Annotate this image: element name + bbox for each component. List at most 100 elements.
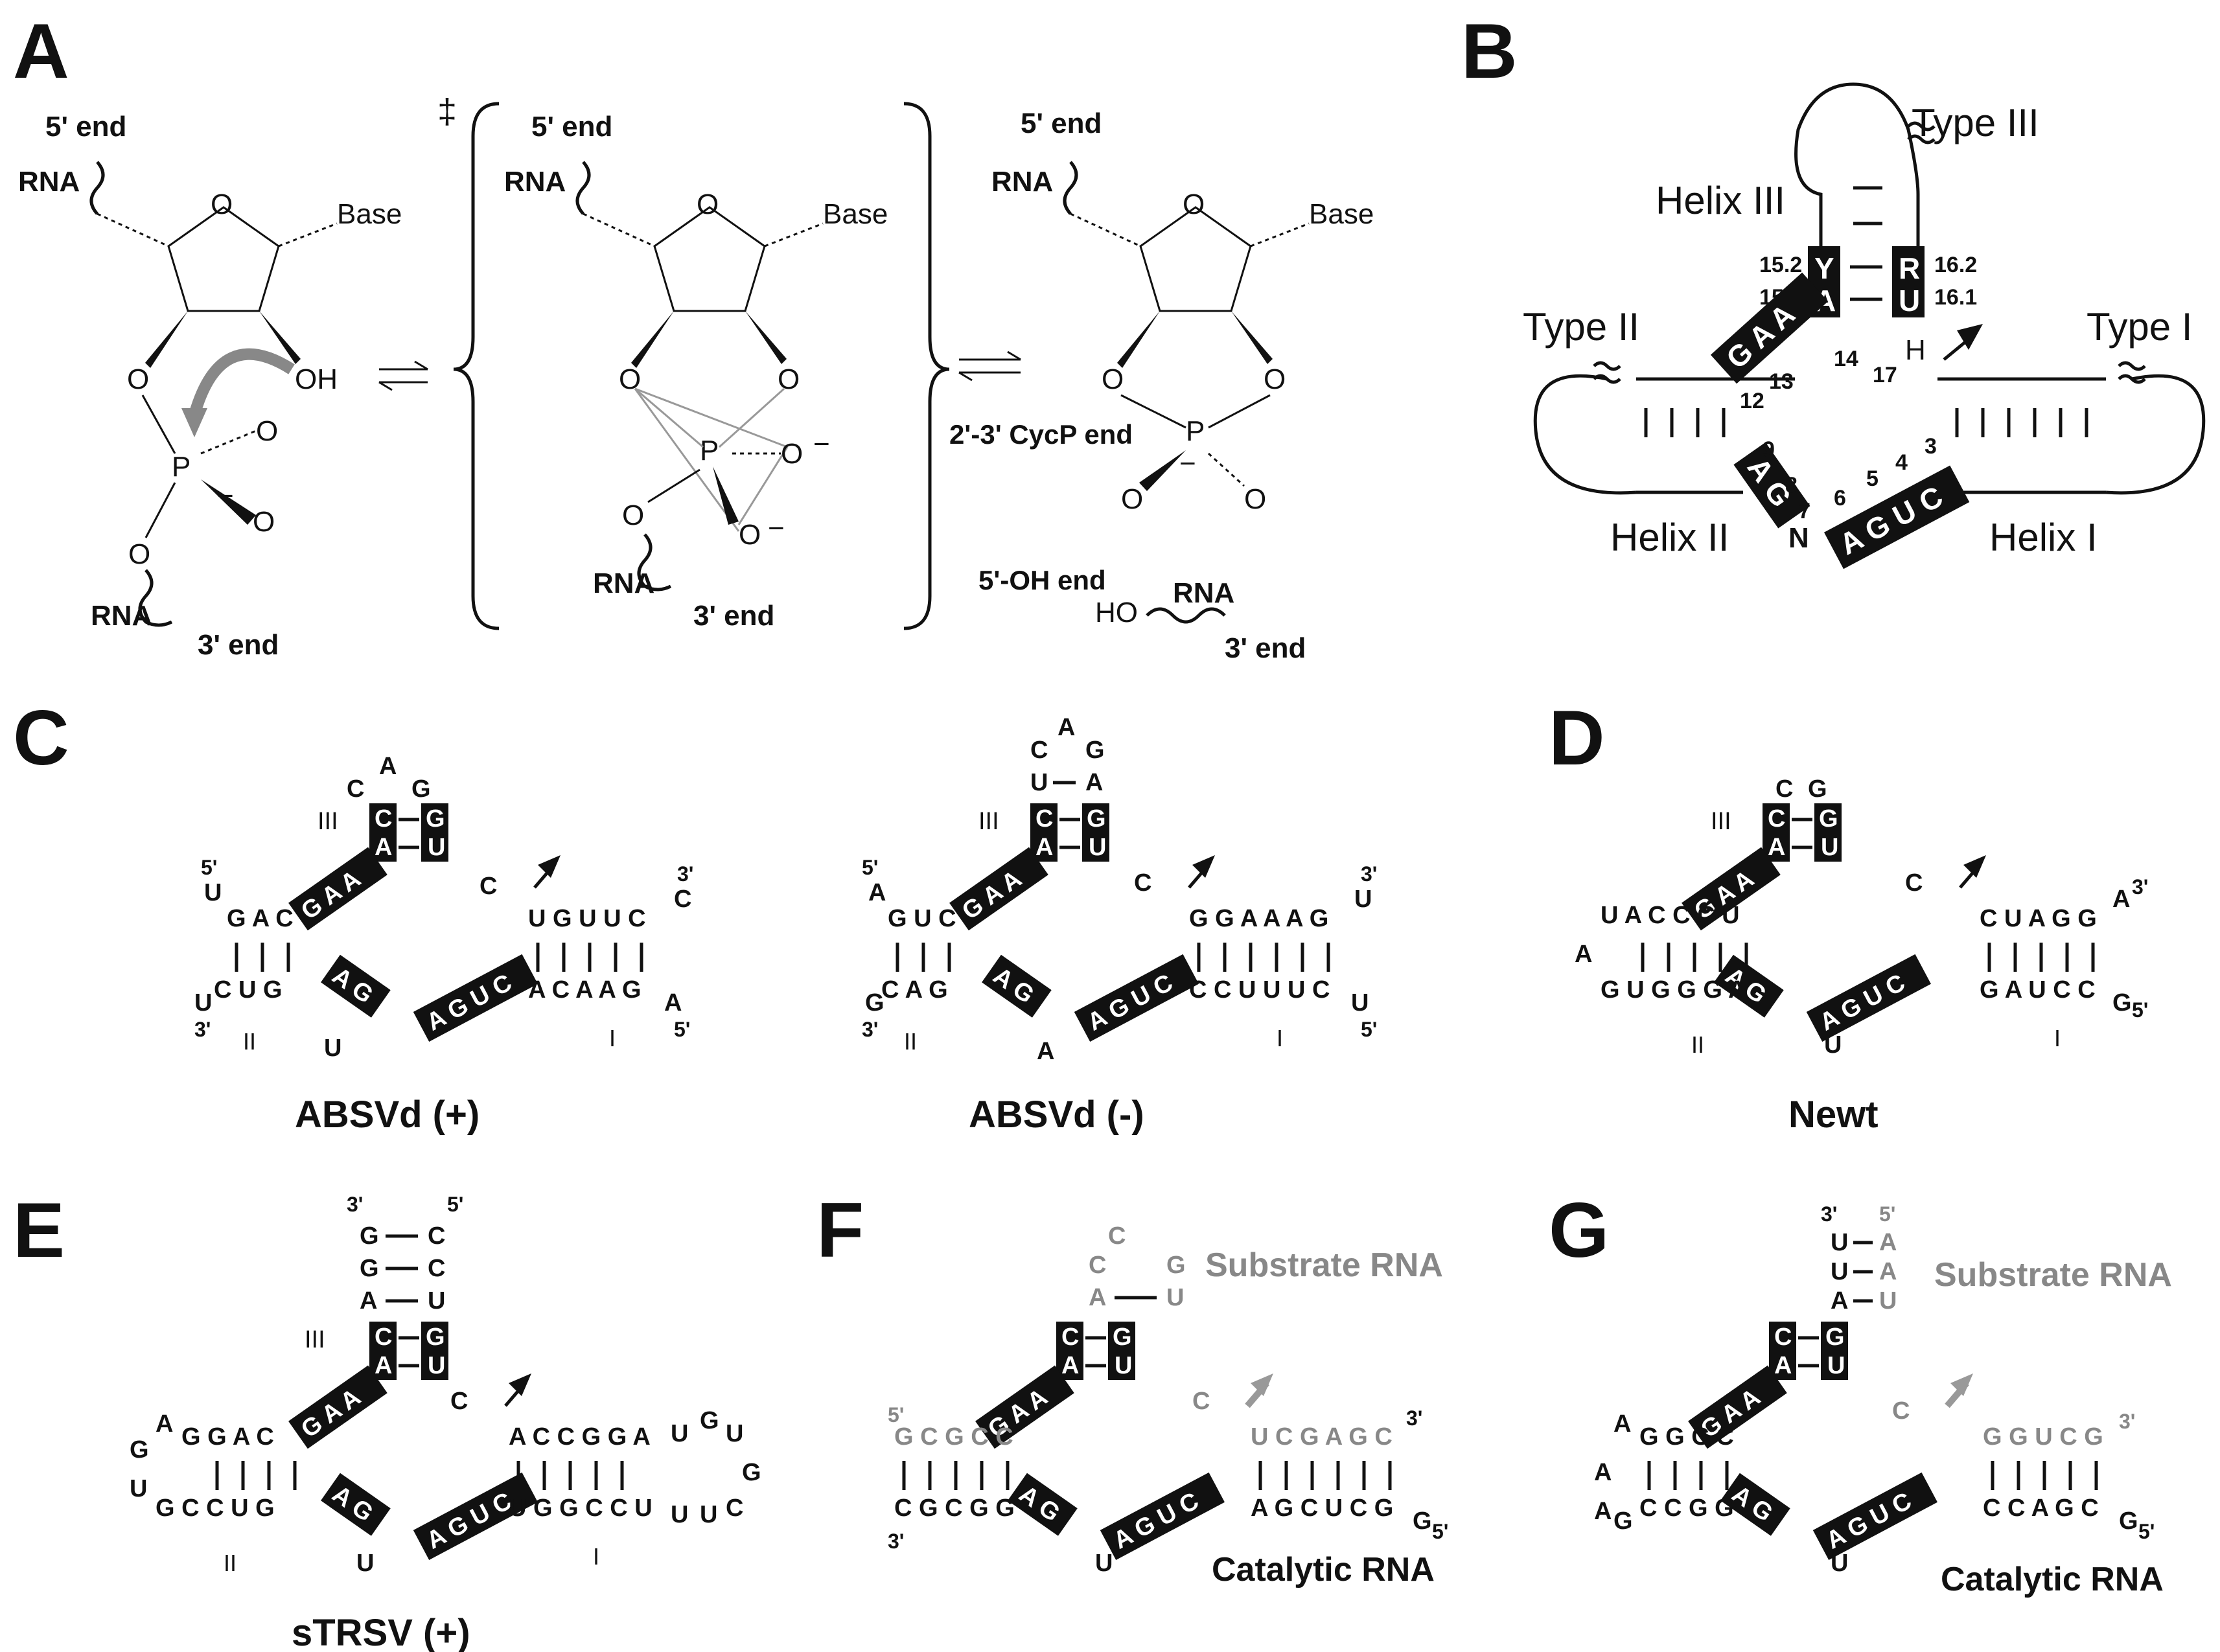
svg-text:U: U xyxy=(671,1420,688,1447)
svg-text:HO: HO xyxy=(1095,597,1138,628)
svg-text:A: A xyxy=(1037,1038,1054,1065)
panel-a-mechanism: 5' end RNA O Base O OH P − O O O RNA xyxy=(18,92,1374,664)
svg-text:Y: Y xyxy=(1814,251,1834,285)
svg-text:3': 3' xyxy=(1821,1202,1837,1226)
g-substrate-label: Substrate RNA xyxy=(1934,1256,2172,1294)
absvd-minus-label: ABSVd (-) xyxy=(969,1094,1144,1136)
svg-text:G: G xyxy=(411,775,431,803)
svg-text:3': 3' xyxy=(2119,1410,2135,1433)
svg-text:O: O xyxy=(622,499,644,531)
svg-text:II: II xyxy=(1691,1031,1704,1058)
svg-text:G: G xyxy=(1085,737,1105,764)
svg-text:17: 17 xyxy=(1873,363,1897,387)
svg-text:I: I xyxy=(593,1543,599,1570)
svg-text:O: O xyxy=(781,438,803,470)
svg-text:U G G C C U: U G G C C U xyxy=(509,1495,653,1522)
svg-text:G: G xyxy=(2112,989,2132,1016)
ru-box xyxy=(1892,246,1925,317)
svg-text:C A G: C A G xyxy=(881,976,948,1004)
svg-text:A: A xyxy=(868,879,886,906)
svg-text:I: I xyxy=(609,1025,616,1051)
svg-text:U: U xyxy=(1879,1287,1897,1314)
svg-text:A: A xyxy=(1575,941,1592,968)
svg-text:G: G xyxy=(130,1436,149,1463)
svg-text:III: III xyxy=(978,808,999,835)
svg-text:3': 3' xyxy=(862,1018,878,1041)
p-label: P xyxy=(172,451,191,483)
svg-text:5': 5' xyxy=(674,1018,690,1041)
svg-text:A: A xyxy=(1089,1284,1106,1311)
svg-text:U: U xyxy=(324,1035,341,1062)
oh-end-label: 5'-OH end xyxy=(978,565,1106,595)
svg-text:P: P xyxy=(700,435,719,466)
svg-text:RNA: RNA xyxy=(504,166,566,198)
svg-text:U: U xyxy=(1824,1031,1842,1059)
svg-text:5': 5' xyxy=(1879,1202,1895,1226)
svg-text:G G A A A G: G G A A A G xyxy=(1189,905,1328,932)
svg-text:G C G C C: G C G C C xyxy=(894,1423,1013,1451)
svg-text:A: A xyxy=(664,989,682,1016)
svg-text:C: C xyxy=(726,1495,743,1522)
loop-two xyxy=(1533,374,1637,495)
helix-two-bars xyxy=(1644,408,1726,437)
svg-text:3': 3' xyxy=(1406,1406,1422,1430)
svg-text:3': 3' xyxy=(1361,862,1377,886)
svg-text:III: III xyxy=(1711,808,1731,835)
svg-text:O: O xyxy=(1244,483,1266,515)
svg-text:13: 13 xyxy=(1769,369,1794,394)
svg-text:8: 8 xyxy=(1785,473,1798,498)
svg-text:G C C U G: G C C U G xyxy=(156,1495,275,1522)
svg-text:5': 5' xyxy=(201,856,217,879)
svg-text:Type II: Type II xyxy=(1523,305,1639,349)
rna-label: RNA xyxy=(18,166,80,198)
svg-text:C: C xyxy=(428,1255,445,1282)
svg-text:III: III xyxy=(305,1326,325,1353)
svg-text:C: C xyxy=(347,775,364,803)
o-b: O xyxy=(253,506,275,538)
svg-text:R: R xyxy=(1899,251,1920,285)
left-brace xyxy=(453,102,500,630)
o2-label: O xyxy=(127,363,149,395)
svg-text:U: U xyxy=(671,1501,688,1528)
f-substrate-label: Substrate RNA xyxy=(1205,1246,1443,1284)
svg-text:C U A G G: C U A G G xyxy=(1980,905,2097,932)
svg-text:Base: Base xyxy=(1309,198,1374,230)
svg-text:−: − xyxy=(813,428,830,460)
attack-arrow xyxy=(189,348,295,417)
newt-label: Newt xyxy=(1788,1094,1879,1136)
svg-text:C: C xyxy=(1134,869,1151,897)
svg-text:G: G xyxy=(1166,1252,1186,1279)
svg-text:A: A xyxy=(1058,714,1075,741)
svg-text:C: C xyxy=(1192,1388,1210,1415)
svg-text:A: A xyxy=(1831,1287,1848,1314)
svg-text:I: I xyxy=(2054,1025,2061,1051)
svg-text:G: G xyxy=(865,989,885,1016)
svg-text:5' end: 5' end xyxy=(531,111,612,143)
svg-text:A: A xyxy=(1085,769,1103,796)
ribose-reactant: 5' end RNA O Base O OH P − O O O RNA xyxy=(18,111,402,661)
equilibrium-arrow-2 xyxy=(958,350,1021,382)
svg-text:16.1: 16.1 xyxy=(1934,285,1977,310)
svg-text:U G U U C: U G U U C xyxy=(528,905,646,932)
o3-label: O xyxy=(128,538,150,570)
svg-text:U: U xyxy=(1831,1229,1848,1256)
svg-text:U: U xyxy=(428,1287,445,1314)
svg-text:3': 3' xyxy=(888,1530,904,1553)
svg-text:G A C: G A C xyxy=(227,905,294,932)
svg-text:U: U xyxy=(194,989,212,1016)
svg-text:16.2: 16.2 xyxy=(1934,253,1977,277)
equilibrium-arrow-1 xyxy=(378,360,428,391)
svg-text:G: G xyxy=(360,1255,379,1282)
svg-text:3': 3' xyxy=(677,862,693,886)
svg-text:Helix II: Helix II xyxy=(1610,516,1729,559)
svg-text:5': 5' xyxy=(888,1403,904,1427)
svg-text:5': 5' xyxy=(447,1193,463,1216)
svg-text:II: II xyxy=(243,1028,256,1055)
svg-text:C: C xyxy=(480,873,497,900)
svg-text:G: G xyxy=(1613,1508,1633,1535)
svg-text:9: 9 xyxy=(1763,437,1775,462)
svg-text:A: A xyxy=(1879,1229,1897,1256)
cyclic-phosphate-product: 5' end RNA O Base O O P − O O 2'-3' CycP… xyxy=(949,108,1374,664)
